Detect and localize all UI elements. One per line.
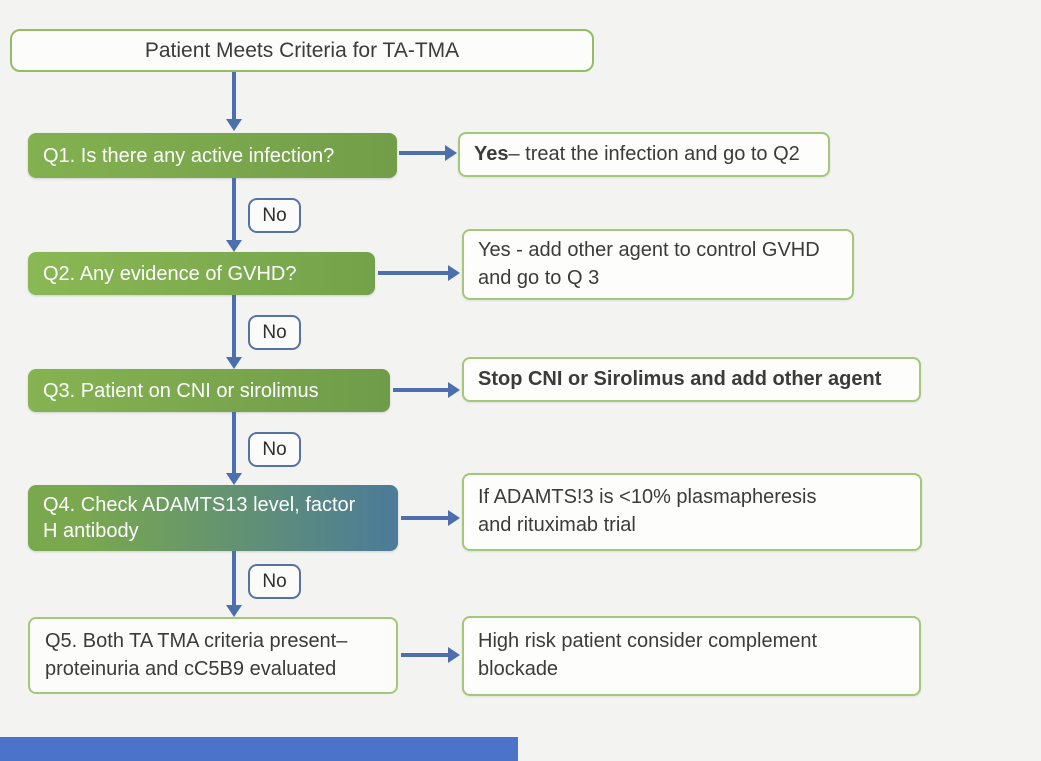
q2-answer-box: Yes - add other agent to control GVHD an… — [462, 229, 854, 300]
q5-box: Q5. Both TA TMA criteria present– protei… — [28, 617, 398, 694]
q4-box: Q4. Check ADAMTS13 level, factor H antib… — [28, 485, 398, 551]
arrow-line-q3-to-answer — [393, 388, 448, 392]
q5-answer-text: High risk patient consider complement bl… — [478, 630, 818, 680]
bottom-bar — [0, 737, 518, 761]
arrow-line-q4-to-q5 — [232, 551, 236, 605]
q1-box: Q1. Is there any active infection? — [28, 133, 397, 178]
q4-answer-text: If ADAMTS!3 is <10% plasmapheresis and r… — [478, 486, 817, 536]
q1-no-badge: No — [248, 198, 301, 233]
arrow-head-q1-to-q2 — [226, 240, 242, 252]
arrow-head-q3-to-answer — [448, 382, 460, 398]
arrow-line-title-to-q1 — [232, 72, 236, 120]
arrow-head-q5-to-answer — [448, 647, 460, 663]
q1-no-label: No — [262, 204, 287, 226]
arrow-head-q1-to-answer — [445, 145, 457, 161]
q2-answer-text: Yes - add other agent to control GVHD an… — [478, 238, 820, 289]
q1-answer-bold: Yes — [474, 142, 509, 165]
arrow-line-q3-to-q4 — [232, 412, 236, 473]
q3-question: Q3. Patient on CNI or sirolimus — [43, 379, 319, 402]
q2-box: Q2. Any evidence of GVHD? — [28, 252, 375, 295]
title-text: Patient Meets Criteria for TA-TMA — [144, 38, 460, 62]
arrow-head-title-to-q1 — [226, 119, 242, 131]
title-box: Patient Meets Criteria for TA-TMA — [10, 29, 594, 72]
arrow-head-q3-to-q4 — [226, 473, 242, 485]
q2-no-badge: No — [248, 315, 301, 350]
q1-answer-box: Yes– treat the infection and go to Q2 — [458, 132, 830, 177]
q1-answer-text: Yes– treat the infection and go to Q2 — [474, 141, 800, 169]
q3-no-badge: No — [248, 432, 301, 467]
q5-question: Q5. Both TA TMA criteria present– protei… — [45, 629, 348, 680]
q3-box: Q3. Patient on CNI or sirolimus — [28, 369, 390, 412]
q3-no-label: No — [262, 438, 287, 460]
q5-answer-box: High risk patient consider complement bl… — [462, 616, 921, 696]
q4-question: Q4. Check ADAMTS13 level, factor H antib… — [43, 494, 356, 542]
q4-answer-box: If ADAMTS!3 is <10% plasmapheresis and r… — [462, 473, 922, 551]
q1-answer-rest: – treat the infection and go to Q2 — [508, 142, 800, 165]
arrow-line-q1-to-q2 — [232, 178, 236, 240]
arrow-line-q2-to-answer — [378, 271, 448, 275]
q4-no-label: No — [262, 570, 287, 592]
arrow-head-q2-to-answer — [448, 265, 460, 281]
q1-question: Q1. Is there any active infection? — [43, 144, 335, 167]
arrow-head-q2-to-q3 — [226, 357, 242, 369]
q3-answer-box: Stop CNI or Sirolimus and add other agen… — [462, 357, 921, 402]
q3-answer-text: Stop CNI or Sirolimus and add other agen… — [478, 367, 882, 390]
q4-no-badge: No — [248, 564, 301, 599]
arrow-line-q5-to-answer — [401, 653, 448, 657]
arrow-line-q4-to-answer — [401, 516, 448, 520]
arrow-line-q1-to-answer — [399, 151, 445, 155]
arrow-head-q4-to-answer — [448, 510, 460, 526]
q2-question: Q2. Any evidence of GVHD? — [43, 262, 297, 285]
arrow-head-q4-to-q5 — [226, 605, 242, 617]
q2-no-label: No — [262, 321, 287, 343]
arrow-line-q2-to-q3 — [232, 295, 236, 357]
